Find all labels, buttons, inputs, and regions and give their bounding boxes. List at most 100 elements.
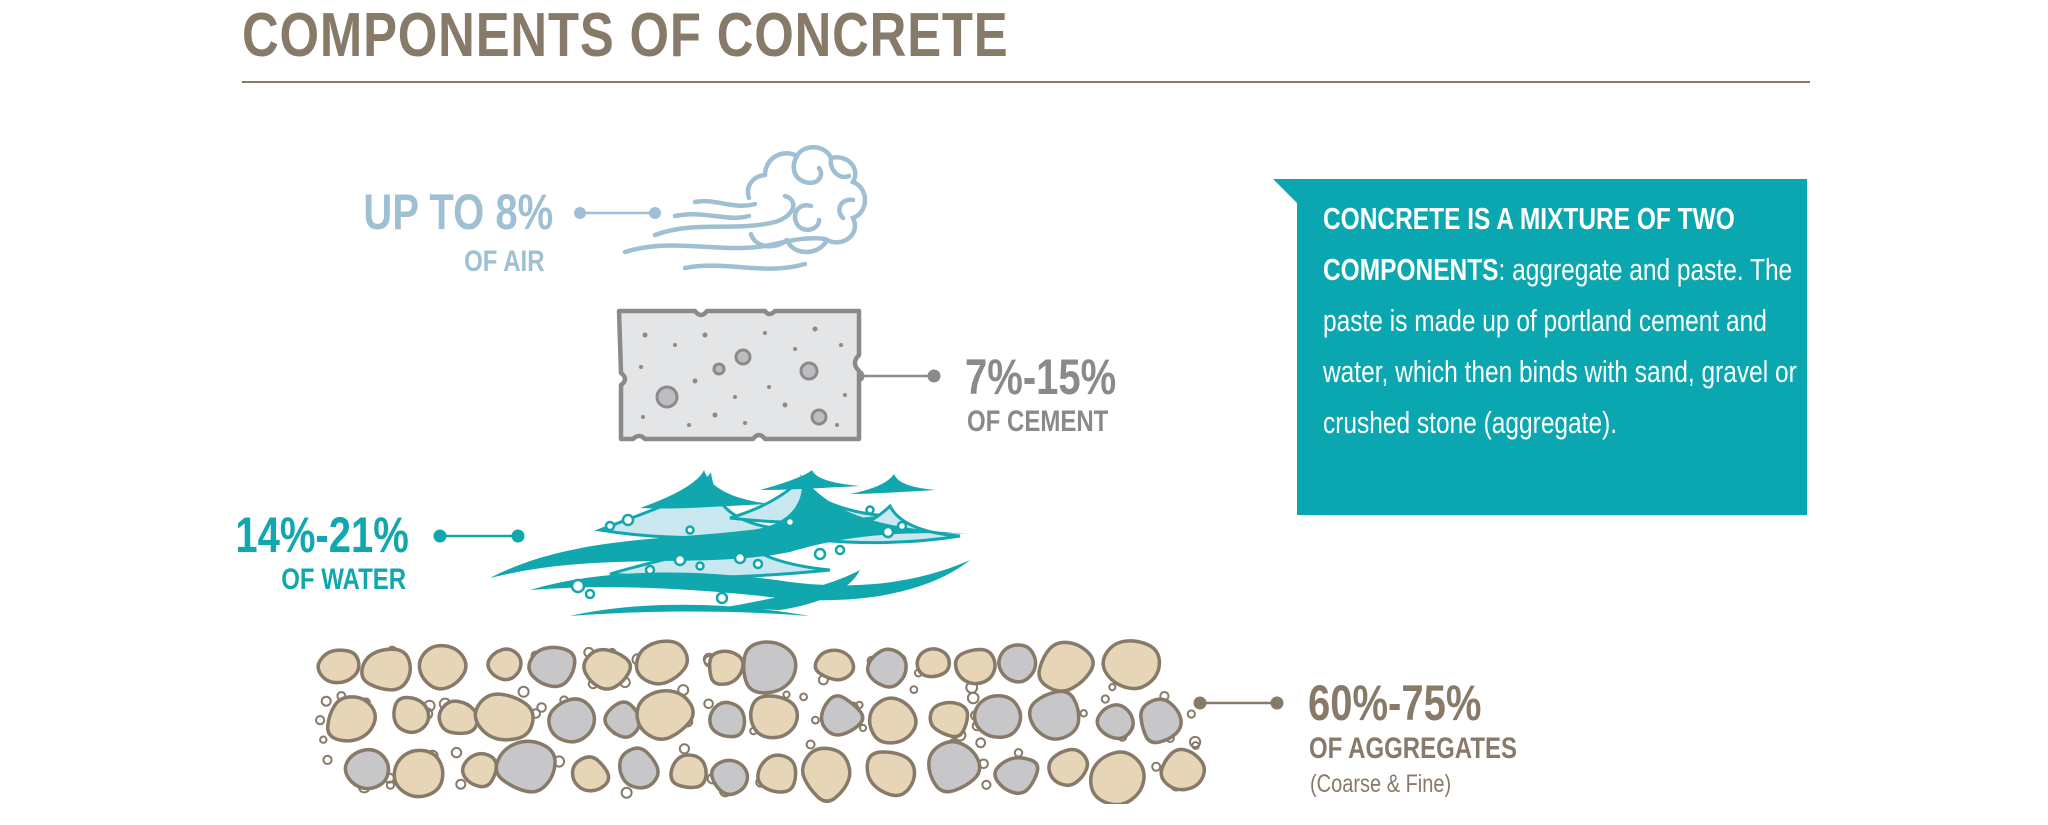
sand-grain bbox=[975, 737, 987, 749]
aggregate-stone bbox=[618, 746, 660, 790]
callout-text: CONCRETE IS A MIXTURE OF TWO COMPONENTS:… bbox=[1323, 193, 1813, 448]
aggregate-stone bbox=[527, 645, 577, 689]
aggregate-stone bbox=[748, 694, 800, 740]
sand-grain bbox=[620, 786, 633, 799]
sand-grain bbox=[909, 685, 919, 694]
sand-grain bbox=[981, 779, 992, 790]
aggregate-stone bbox=[927, 739, 982, 794]
aggregate-stone bbox=[1159, 747, 1207, 792]
aggregate-stone bbox=[708, 700, 747, 739]
aggregate-stone bbox=[437, 699, 480, 736]
sand-grain bbox=[858, 723, 868, 733]
aggregate-stone bbox=[1037, 640, 1095, 693]
aggregate-stone bbox=[417, 643, 468, 691]
aggregate-stone bbox=[813, 648, 856, 682]
aggregate-stone bbox=[756, 753, 798, 794]
air-swirl-icon bbox=[622, 145, 868, 271]
cement-block-icon bbox=[616, 308, 862, 442]
aggregate-stone bbox=[709, 758, 750, 797]
aggregate-stone bbox=[634, 639, 690, 686]
aggregate-stone bbox=[997, 643, 1038, 684]
aggregate-stone bbox=[953, 647, 997, 686]
aggregates-connector bbox=[1193, 696, 1284, 710]
aggregate-stone bbox=[1088, 750, 1146, 804]
sand-grain bbox=[811, 715, 820, 725]
aggregate-stone bbox=[669, 753, 708, 790]
aggregate-stone bbox=[494, 739, 557, 794]
sand-grain bbox=[1108, 683, 1117, 692]
aggregate-stone bbox=[603, 700, 642, 739]
sand-grain bbox=[450, 746, 463, 759]
aggregate-stone bbox=[1095, 703, 1135, 741]
sand-grain bbox=[782, 690, 791, 699]
callout-box: CONCRETE IS A MIXTURE OF TWO COMPONENTS:… bbox=[1297, 179, 1807, 515]
sand-grain bbox=[322, 754, 333, 766]
sand-grain bbox=[320, 695, 332, 707]
sand-grain bbox=[805, 739, 816, 750]
aggregate-stone bbox=[972, 694, 1023, 739]
aggregate-stone bbox=[582, 647, 633, 691]
aggregates-amount: 60%-75% bbox=[1308, 675, 1482, 731]
sand-grain bbox=[385, 780, 396, 790]
cement-amount: 7%-15% bbox=[965, 349, 1117, 405]
sand-grain bbox=[1186, 709, 1196, 719]
aggregate-stone bbox=[928, 700, 970, 739]
air-amount: UP TO 8% bbox=[363, 184, 553, 240]
aggregate-stone bbox=[325, 695, 378, 743]
sand-grain bbox=[319, 735, 328, 744]
cement-label: OF CEMENT bbox=[967, 405, 1109, 438]
aggregate-stone bbox=[486, 647, 523, 682]
sand-grain bbox=[1079, 709, 1088, 718]
sand-grain bbox=[1189, 735, 1202, 749]
air-label: OF AIR bbox=[464, 245, 545, 278]
aggregate-stone bbox=[1047, 747, 1090, 788]
aggregate-stone bbox=[343, 747, 391, 791]
aggregate-stone bbox=[473, 692, 535, 742]
callout-notch bbox=[1273, 179, 1297, 203]
aggregate-stone bbox=[915, 647, 952, 679]
sand-grain bbox=[799, 692, 809, 702]
aggregate-stone bbox=[460, 751, 499, 789]
aggregate-stone bbox=[570, 755, 611, 793]
aggregate-stone bbox=[865, 647, 908, 689]
page-title: COMPONENTS OF CONCRETE bbox=[242, 1, 1009, 70]
callout-body-text: : aggregate and paste. The paste is made… bbox=[1323, 252, 1797, 440]
aggregate-stone bbox=[547, 697, 597, 744]
aggregate-stone bbox=[392, 695, 431, 735]
water-waves-icon bbox=[490, 470, 970, 616]
water-label: OF WATER bbox=[281, 563, 406, 596]
aggregate-stone bbox=[865, 750, 917, 798]
aggregate-stone bbox=[1101, 639, 1162, 691]
water-connector bbox=[433, 529, 525, 543]
sand-grain bbox=[517, 685, 530, 698]
sand-grain bbox=[1013, 748, 1024, 758]
aggregate-stone bbox=[1027, 689, 1081, 741]
sand-grain bbox=[536, 702, 547, 713]
sand-grain bbox=[1191, 741, 1200, 750]
aggregate-stone bbox=[993, 756, 1040, 795]
aggregates-note: (Coarse & Fine) bbox=[1310, 770, 1452, 798]
sand-grain bbox=[1151, 761, 1162, 772]
sand-grain bbox=[678, 743, 690, 755]
air-connector bbox=[574, 207, 661, 219]
aggregate-stone bbox=[1139, 697, 1183, 745]
sand-grain bbox=[966, 691, 980, 705]
aggregate-stones-icon bbox=[315, 639, 1207, 804]
aggregate-stone bbox=[707, 649, 745, 687]
callout-bold-text: CONCRETE IS A MIXTURE OF TWO COMPONENTS bbox=[1323, 201, 1735, 287]
aggregate-stone bbox=[392, 748, 445, 799]
sand-grain bbox=[703, 698, 714, 710]
aggregate-stone bbox=[800, 746, 852, 803]
aggregate-stone bbox=[741, 640, 798, 695]
sand-grain bbox=[1100, 694, 1110, 704]
sand-grain bbox=[315, 715, 326, 726]
aggregate-stone bbox=[316, 648, 361, 685]
water-amount: 14%-21% bbox=[235, 507, 409, 563]
title-divider bbox=[242, 81, 1810, 83]
sand-grain bbox=[455, 778, 467, 790]
aggregate-stone bbox=[635, 688, 695, 741]
aggregate-stone bbox=[360, 647, 413, 692]
aggregates-label: OF AGGREGATES bbox=[1309, 732, 1518, 765]
aggregate-stone bbox=[867, 696, 918, 745]
